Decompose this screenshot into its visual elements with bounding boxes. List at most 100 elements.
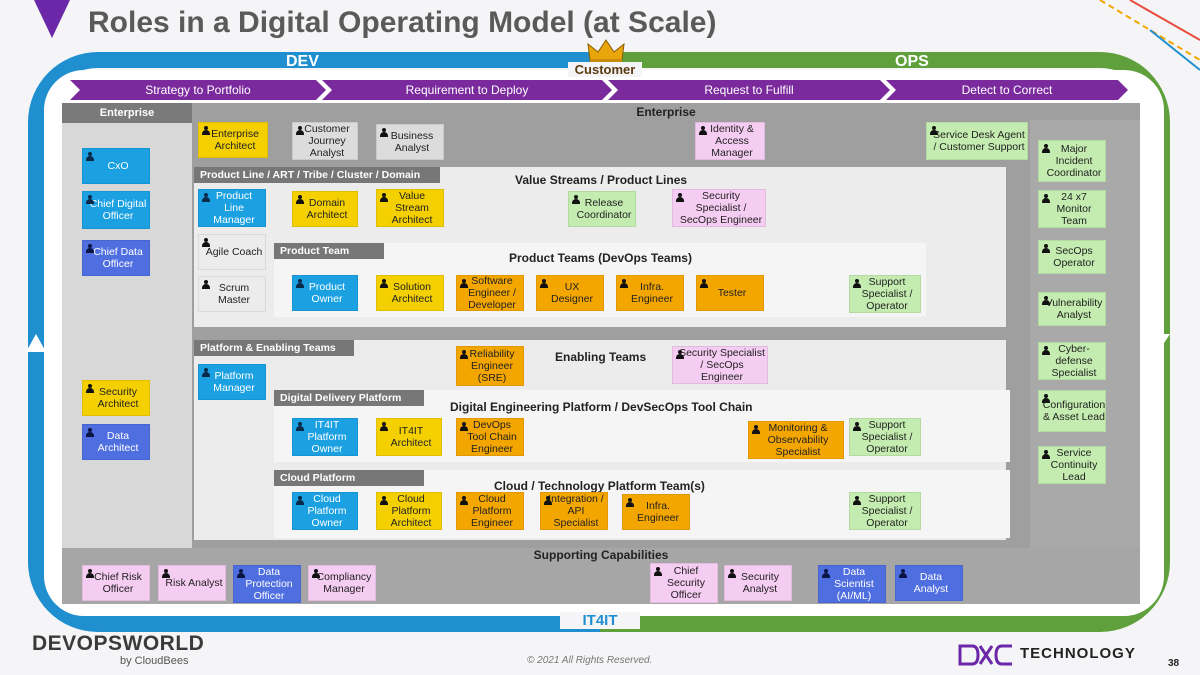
role-config-asset-lead[interactable]: Configuration & Asset Lead xyxy=(1038,390,1106,432)
ddp-tab: Digital Delivery Platform xyxy=(274,390,424,406)
role-scrum-master[interactable]: Scrum Master xyxy=(198,276,266,312)
role-enterprise-architect[interactable]: Enterprise Architect xyxy=(198,122,268,158)
role-business-analyst[interactable]: Business Analyst xyxy=(376,124,444,160)
role-major-incident-coordinator[interactable]: Major Incident Coordinator xyxy=(1038,140,1106,182)
role-software-engineer[interactable]: Software Engineer / Developer xyxy=(456,275,524,311)
role-solution-architect[interactable]: Solution Architect xyxy=(376,275,444,311)
role-devops-toolchain-engineer[interactable]: DevOps Tool Chain Engineer xyxy=(456,418,524,456)
role-monitor-team[interactable]: 24 x7 Monitor Team xyxy=(1038,190,1106,228)
role-chief-risk-officer[interactable]: Chief Risk Officer xyxy=(82,565,150,601)
role-secops-operator[interactable]: SecOps Operator xyxy=(1038,240,1106,274)
role-product-owner[interactable]: Product Owner xyxy=(292,275,358,311)
person-icon xyxy=(540,279,548,288)
role-agile-coach[interactable]: Agile Coach xyxy=(198,234,266,270)
role-data-analyst[interactable]: Data Analyst xyxy=(895,565,963,601)
role-label: Data Scientist (AI/ML) xyxy=(834,566,874,602)
role-label: Service Continuity Lead xyxy=(1050,447,1098,483)
role-reliability-engineer[interactable]: Reliability Engineer (SRE) xyxy=(456,346,524,386)
role-value-stream-architect[interactable]: Value Stream Architect xyxy=(376,189,444,227)
role-it4it-architect[interactable]: IT4IT Architect xyxy=(376,418,442,456)
role-domain-architect[interactable]: Domain Architect xyxy=(292,191,358,227)
technology-wordmark: TECHNOLOGY xyxy=(1020,645,1136,662)
role-label: Support Specialist / Operator xyxy=(861,493,913,529)
role-infra-engineer-product[interactable]: Infra. Engineer xyxy=(616,275,684,311)
role-support-specialist-cloud[interactable]: Support Specialist / Operator xyxy=(849,492,921,530)
person-icon xyxy=(202,238,210,247)
role-security-analyst[interactable]: Security Analyst xyxy=(724,565,792,601)
role-security-specialist-product-line[interactable]: Security Specialist / SecOps Engineer xyxy=(672,189,766,227)
person-icon xyxy=(86,384,94,393)
role-support-specialist-product[interactable]: Support Specialist / Operator xyxy=(849,275,921,313)
person-icon xyxy=(899,569,907,578)
role-label: Value Stream Architect xyxy=(391,190,433,226)
role-it4it-platform-owner[interactable]: IT4IT Platform Owner xyxy=(292,418,358,456)
person-icon xyxy=(380,193,388,202)
role-label: Infra. Engineer xyxy=(630,281,674,305)
person-icon xyxy=(296,195,304,204)
role-monitoring-specialist[interactable]: Monitoring & Observability Specialist xyxy=(748,421,844,459)
person-icon xyxy=(312,569,320,578)
product-line-tab: Product Line / ART / Tribe / Cluster / D… xyxy=(194,167,440,183)
role-cloud-platform-architect[interactable]: Cloud Platform Architect xyxy=(376,492,442,530)
person-icon xyxy=(1042,296,1050,305)
role-customer-journey-analyst[interactable]: Customer Journey Analyst xyxy=(292,122,358,160)
person-icon xyxy=(202,193,210,202)
enterprise-tab: Enterprise xyxy=(62,103,192,123)
role-cyber-defense-specialist[interactable]: Cyber-defense Specialist xyxy=(1038,342,1106,380)
person-icon xyxy=(752,425,760,434)
role-cloud-platform-owner[interactable]: Cloud Platform Owner xyxy=(292,492,358,530)
role-service-continuity-lead[interactable]: Service Continuity Lead xyxy=(1038,446,1106,484)
role-chief-data-officer[interactable]: Chief Data Officer xyxy=(82,240,150,276)
person-icon xyxy=(822,569,830,578)
role-tester[interactable]: Tester xyxy=(696,275,764,311)
role-data-scientist[interactable]: Data Scientist (AI/ML) xyxy=(818,565,886,603)
role-risk-analyst[interactable]: Risk Analyst xyxy=(158,565,226,601)
role-chief-digital-officer[interactable]: Chief Digital Officer xyxy=(82,191,150,229)
role-ux-designer[interactable]: UX Designer xyxy=(536,275,604,311)
role-compliancy-manager[interactable]: Compliancy Manager xyxy=(308,565,376,601)
role-label: Compliancy Manager xyxy=(316,571,372,595)
person-icon xyxy=(202,126,210,135)
copyright-text: © 2021 All Rights Reserved. xyxy=(527,655,653,666)
role-label: Chief Security Officer xyxy=(667,565,705,601)
role-vulnerability-analyst[interactable]: Vulnerability Analyst xyxy=(1038,292,1106,326)
person-icon xyxy=(237,569,245,578)
role-cxo[interactable]: CxO xyxy=(82,148,150,184)
person-icon xyxy=(202,280,210,289)
slide-title: Roles in a Digital Operating Model (at S… xyxy=(88,6,717,39)
phase-strategy-to-portfolio: Strategy to Portfolio xyxy=(70,80,326,100)
role-infra-engineer-cloud[interactable]: Infra. Engineer xyxy=(622,494,690,530)
role-data-architect[interactable]: Data Architect xyxy=(82,424,150,460)
role-label: Cloud Platform Owner xyxy=(307,493,347,529)
role-label: Chief Risk Officer xyxy=(94,571,142,595)
role-platform-manager[interactable]: Platform Manager xyxy=(198,364,266,400)
role-label: Data Analyst xyxy=(913,571,949,595)
role-identity-access-manager[interactable]: Identity & Access Manager xyxy=(695,122,765,160)
role-product-line-manager[interactable]: Product Line Manager xyxy=(198,189,266,227)
role-release-coordinator[interactable]: Release Coordinator xyxy=(568,191,636,227)
role-service-desk-agent[interactable]: Service Desk Agent / Customer Support xyxy=(926,122,1028,160)
loop-arrow-up-icon xyxy=(26,334,46,352)
role-label: Agile Coach xyxy=(205,246,263,258)
role-support-specialist-ddp[interactable]: Support Specialist / Operator xyxy=(849,418,921,456)
enterprise-left-strip xyxy=(62,123,192,548)
person-icon xyxy=(853,422,861,431)
role-integration-specialist[interactable]: Integration / API Specialist xyxy=(540,492,608,530)
role-label: Cloud Platform Architect xyxy=(390,493,432,529)
role-security-architect[interactable]: Security Architect xyxy=(82,380,150,416)
person-icon xyxy=(460,496,468,505)
person-icon xyxy=(572,195,580,204)
role-label: Support Specialist / Operator xyxy=(861,276,913,312)
role-label: Infra. Engineer xyxy=(636,500,680,524)
person-icon xyxy=(460,350,468,359)
person-icon xyxy=(86,244,94,253)
role-label: Product Line Manager xyxy=(213,190,255,226)
role-chief-security-officer[interactable]: Chief Security Officer xyxy=(650,563,718,603)
person-icon xyxy=(162,569,170,578)
role-data-protection-officer[interactable]: Data Protection Officer xyxy=(233,565,301,603)
person-icon xyxy=(296,496,304,505)
role-cloud-platform-engineer[interactable]: Cloud Platform Engineer xyxy=(456,492,524,530)
person-icon xyxy=(1042,450,1050,459)
role-security-specialist-enabling[interactable]: Security Specialist / SecOps Engineer xyxy=(672,346,768,384)
role-label: Identity & Access Manager xyxy=(710,123,754,159)
